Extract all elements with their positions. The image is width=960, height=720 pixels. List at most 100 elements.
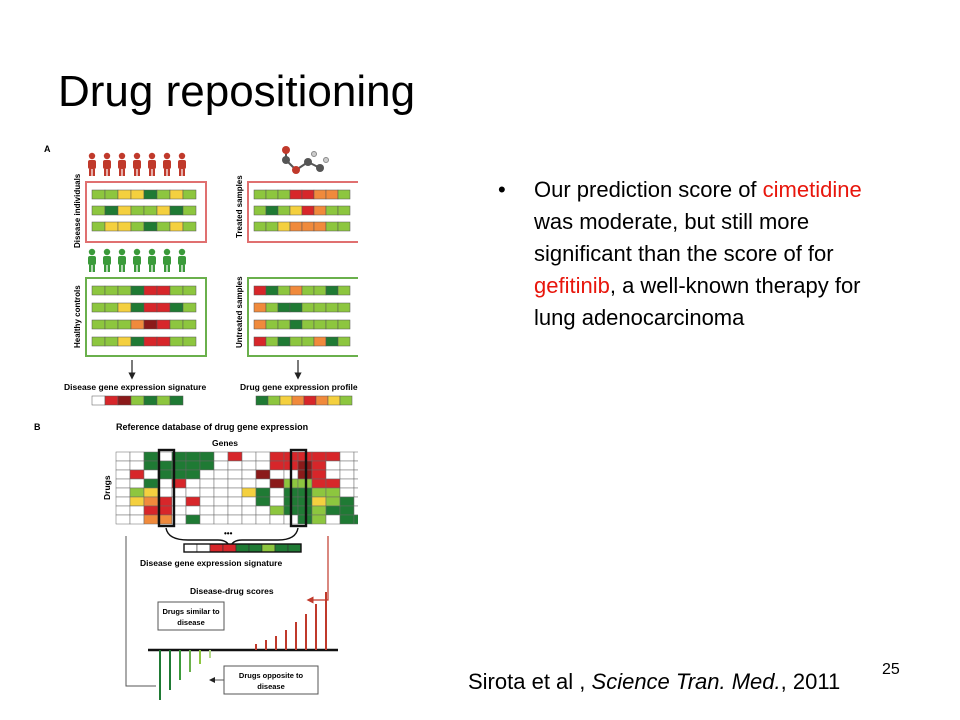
heat-cell: [289, 189, 303, 200]
heat-cell: [265, 302, 279, 313]
person-icon: [88, 248, 96, 272]
person-head: [133, 248, 141, 256]
heat-cell: [129, 487, 145, 498]
bullet-text-part3: , a well-known therapy for lung adenocar…: [534, 273, 861, 330]
heat-cell: [289, 205, 303, 216]
person-icon: [118, 248, 126, 272]
person-leg: [149, 265, 152, 272]
heat-cell: [143, 505, 159, 516]
heat-cell: [289, 336, 303, 347]
heat-cell: [255, 496, 271, 507]
heat-cell: [169, 205, 184, 216]
label-untreated-samples: Untreated samples: [235, 276, 244, 348]
heat-cell: [269, 478, 285, 489]
citation-year: , 2011: [780, 669, 841, 694]
label-treated-samples: Treated samples: [235, 175, 244, 238]
heat-cell: [353, 451, 358, 462]
person-leg: [119, 265, 122, 272]
person-icon: [118, 152, 126, 176]
heat-cell: [156, 189, 171, 200]
heat-cell: [104, 336, 119, 347]
signature-cell: [222, 543, 237, 553]
heat-cell: [241, 496, 257, 507]
heat-cell: [130, 319, 145, 330]
person-head: [163, 152, 171, 160]
treated-frame: [247, 181, 358, 243]
person-head: [118, 248, 126, 256]
heat-cell: [213, 514, 229, 525]
person-leg: [134, 265, 137, 272]
heat-cell: [143, 487, 159, 498]
heat-cell: [353, 496, 358, 507]
heat-cell: [91, 285, 106, 296]
heat-cell: [289, 302, 303, 313]
person-leg: [137, 265, 140, 272]
heat-cell: [169, 221, 184, 232]
heat-cell: [255, 505, 271, 516]
opposite-label-line2: disease: [257, 682, 285, 691]
heat-cell: [185, 469, 201, 480]
heat-cell: [255, 487, 271, 498]
heat-cell: [301, 285, 315, 296]
heat-cell: [129, 451, 145, 462]
healthy-people-icons: [88, 248, 186, 272]
similar-label-line2: disease: [177, 618, 205, 627]
heat-cell: [269, 469, 285, 480]
heat-cell: [353, 487, 358, 498]
heat-cell: [115, 460, 131, 471]
signature-cell: [117, 395, 132, 406]
bullet-text-part2: was moderate, but still more significant…: [534, 209, 834, 266]
person-leg: [119, 169, 122, 176]
heat-cell: [241, 451, 257, 462]
heat-cell: [91, 205, 106, 216]
heat-cell: [339, 469, 355, 480]
heat-cell: [213, 451, 229, 462]
heat-cell: [143, 460, 159, 471]
drug-gefitinib: gefitinib: [534, 273, 610, 298]
heat-cell: [185, 505, 201, 516]
signature-cell: [196, 543, 211, 553]
heat-cell: [301, 221, 315, 232]
heat-cell: [115, 496, 131, 507]
person-head: [118, 152, 126, 160]
heat-cell: [253, 221, 267, 232]
heat-cell: [117, 285, 132, 296]
heat-cell: [301, 189, 315, 200]
person-icon: [103, 248, 111, 272]
signature-cell: [235, 543, 250, 553]
heat-cell: [104, 285, 119, 296]
signature-frame: [183, 543, 302, 553]
heat-cell: [301, 336, 315, 347]
heat-cell: [182, 302, 197, 313]
heat-cell: [143, 336, 158, 347]
heat-cell: [353, 505, 358, 516]
person-leg: [92, 265, 95, 272]
heat-cell: [156, 205, 171, 216]
signature-cell: [156, 395, 171, 406]
heat-cell: [289, 221, 303, 232]
heat-cell: [253, 205, 267, 216]
drugs-label: Drugs: [102, 475, 112, 500]
heat-cell: [130, 285, 145, 296]
person-leg: [89, 265, 92, 272]
heat-cell: [325, 487, 341, 498]
heat-cell: [339, 460, 355, 471]
heat-cell: [253, 319, 267, 330]
person-body: [178, 256, 186, 265]
healthy-frame: [85, 277, 207, 357]
heat-cell: [199, 451, 215, 462]
heat-cell: [325, 451, 341, 462]
person-body: [148, 160, 156, 169]
page-number: 25: [882, 661, 900, 678]
heat-cell: [313, 285, 327, 296]
heat-cell: [199, 478, 215, 489]
heat-cell: [91, 319, 106, 330]
heat-cell: [117, 221, 132, 232]
heat-cell: [130, 302, 145, 313]
heat-cell: [117, 302, 132, 313]
heat-cell: [325, 514, 341, 525]
heat-cell: [289, 319, 303, 330]
heat-cell: [313, 302, 327, 313]
person-icon: [178, 248, 186, 272]
heat-cell: [269, 505, 285, 516]
